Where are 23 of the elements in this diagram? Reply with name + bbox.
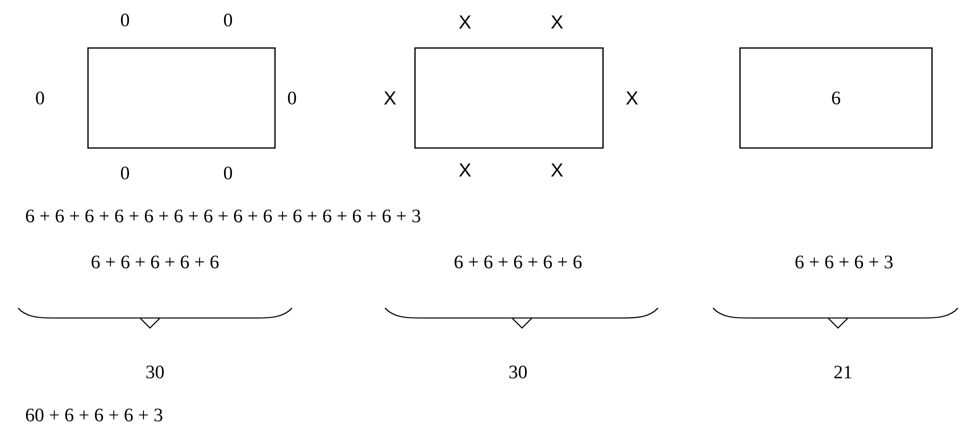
side-mark: X: [459, 163, 471, 177]
side-mark: 0: [224, 14, 232, 26]
side-mark: 0: [120, 14, 130, 26]
side-mark: 0: [288, 92, 296, 104]
side-mark: X: [626, 91, 638, 105]
sum-expression: 60 + 6 + 6 + 6 + 3: [26, 408, 162, 422]
result-number: 30: [509, 366, 527, 378]
sum-expression: 6 + 6 + 6 + 6 + 6: [92, 256, 219, 268]
sum-expression: 6 + 6 + 6 + 6 + 6 + 6 + 6 + 6 + 6 + 6 + 6 + 6 + 6 + 3: [26, 210, 420, 222]
side-mark: 0: [120, 166, 130, 180]
number-box: 6: [739, 47, 933, 149]
side-mark: 0: [224, 166, 232, 180]
sum-expression: 6 + 6 + 6 + 6 + 6: [454, 256, 582, 268]
side-mark: X: [551, 15, 563, 29]
side-mark: X: [384, 91, 396, 105]
sum-expression: 6 + 6 + 6 + 3: [796, 256, 893, 268]
side-mark: 0: [36, 92, 44, 104]
empty-box: [87, 47, 276, 149]
side-mark: X: [551, 163, 563, 177]
side-mark: X: [459, 15, 471, 29]
result-number: 21: [834, 366, 852, 378]
empty-box: [414, 47, 604, 149]
result-number: 30: [146, 366, 164, 378]
